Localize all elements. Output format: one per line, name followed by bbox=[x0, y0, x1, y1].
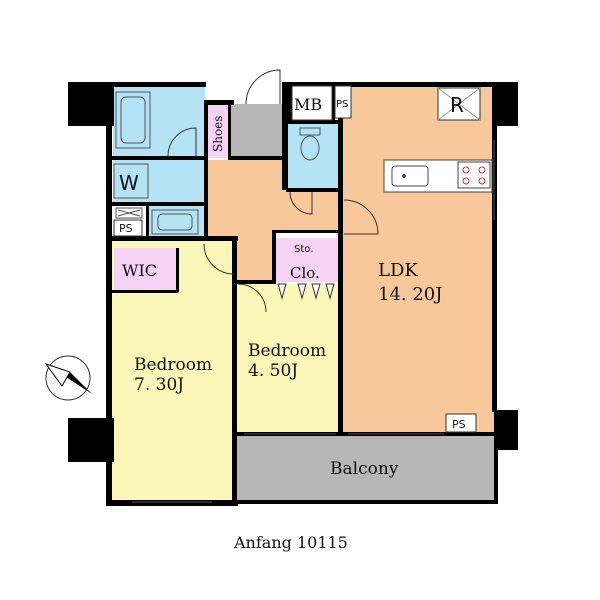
pipe-space-ldk bbox=[445, 413, 477, 433]
closet-label: Clo. bbox=[290, 264, 320, 282]
bathtub-icon bbox=[115, 91, 151, 149]
pipe-space-left-label: PS bbox=[119, 222, 133, 235]
bedroom-2-label: Bedroom bbox=[248, 341, 326, 361]
compass-north-arrow-icon bbox=[44, 355, 92, 401]
labels: LDK 14. 20J Bedroom 7. 30J Bedroom 4. 50… bbox=[119, 93, 466, 552]
ldk-label: LDK bbox=[378, 260, 418, 281]
meter-box-label: MB bbox=[294, 95, 322, 114]
storage-label: Sto. bbox=[294, 244, 313, 255]
balcony-label: Balcony bbox=[330, 459, 399, 479]
toilet-room-area bbox=[288, 122, 338, 188]
bedroom-2-size-label: 4. 50J bbox=[248, 361, 298, 381]
balcony-area bbox=[236, 436, 496, 502]
wic-label: WIC bbox=[122, 261, 157, 280]
washer-space bbox=[113, 163, 149, 199]
laundry-sink-area bbox=[148, 206, 204, 236]
closet-area bbox=[276, 256, 338, 282]
bedroom-1-label: Bedroom bbox=[134, 355, 212, 375]
pipe-space-top bbox=[334, 85, 352, 119]
pipe-space-top-label: PS bbox=[336, 99, 348, 110]
shoes-cabinet bbox=[206, 104, 228, 158]
bathroom-area bbox=[113, 86, 205, 158]
hallway-area bbox=[206, 160, 338, 280]
washbasin-icon bbox=[151, 209, 199, 235]
refrigerator-label: R bbox=[450, 93, 464, 117]
shoes-label: Shoes bbox=[211, 116, 225, 152]
pipe-space-ldk-label: PS bbox=[452, 418, 466, 431]
walls bbox=[68, 82, 518, 506]
plan-caption: Anfang 10115 bbox=[233, 533, 348, 552]
fixtures bbox=[44, 69, 495, 503]
refrigerator-space bbox=[437, 87, 481, 121]
pipe-space-left bbox=[113, 219, 143, 237]
entrance-area bbox=[230, 104, 284, 158]
toilet-icon bbox=[299, 127, 321, 161]
room-fills bbox=[110, 84, 496, 502]
storage-area bbox=[276, 238, 338, 256]
meter-box bbox=[291, 85, 333, 121]
washer-label: W bbox=[119, 171, 139, 195]
bedroom-1-size-label: 7. 30J bbox=[134, 375, 184, 395]
ldk-size-label: 14. 20J bbox=[378, 284, 442, 305]
ldk-area bbox=[341, 84, 494, 433]
drain-box bbox=[115, 207, 143, 219]
stove-icon bbox=[457, 161, 491, 189]
washroom-area bbox=[113, 160, 205, 204]
wic-area bbox=[114, 248, 178, 292]
kitchen-counter-icon bbox=[383, 159, 493, 193]
bedroom-2-area bbox=[236, 284, 340, 434]
